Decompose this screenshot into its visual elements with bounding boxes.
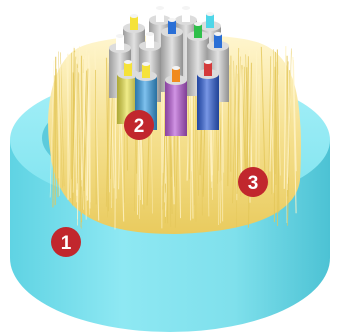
- fiber-core: [172, 68, 180, 82]
- buffered-fiber: [197, 60, 219, 130]
- fiber-core: [130, 16, 138, 30]
- callout-badge-fibers: 2: [124, 110, 154, 140]
- fiber-end: [116, 34, 124, 38]
- fiber-core: [156, 8, 164, 22]
- callout-badge-jacket: 1: [51, 227, 81, 257]
- fiber-end: [182, 6, 190, 10]
- fiber-core: [214, 34, 222, 48]
- callout-badge-yarn: 3: [238, 167, 268, 197]
- fiber-core: [124, 62, 132, 76]
- fiber-core: [168, 20, 176, 34]
- fiber-core: [146, 34, 154, 48]
- buffer-shading: [165, 80, 187, 136]
- badge-label: 1: [61, 233, 72, 254]
- fiber-end: [194, 22, 202, 26]
- fiber-end: [146, 32, 154, 36]
- fiber-core: [204, 62, 212, 76]
- fiber-end: [172, 66, 180, 70]
- fiber-end: [130, 14, 138, 18]
- badge-label: 2: [134, 116, 145, 137]
- fiber-core: [116, 36, 124, 50]
- fiber-core: [182, 8, 190, 22]
- fiber-core: [194, 24, 202, 38]
- fiber-end: [214, 32, 222, 36]
- buffer-shading: [197, 74, 219, 130]
- fiber-end: [168, 18, 176, 22]
- fiber-end: [124, 60, 132, 64]
- buffered-fiber: [165, 66, 187, 136]
- fiber-end: [206, 12, 214, 16]
- badge-label: 3: [248, 173, 259, 194]
- fiber-end: [142, 62, 150, 66]
- fiber-end: [156, 6, 164, 10]
- fiber-core: [142, 64, 150, 78]
- fiber-core: [206, 14, 214, 28]
- fiber-end: [204, 60, 212, 64]
